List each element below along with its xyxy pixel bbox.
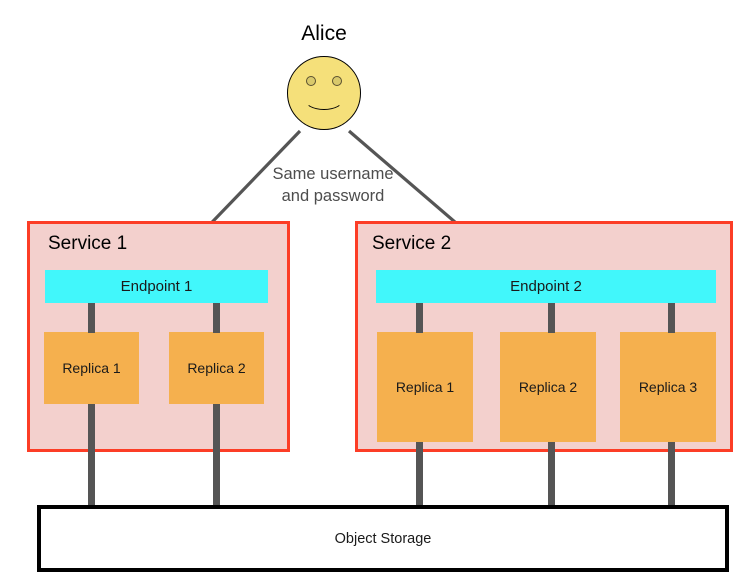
smiley-eye-left-icon: [306, 76, 316, 86]
endpoint-bar-1[interactable]: Endpoint 1: [45, 270, 268, 303]
connector-s2-replica-1-down: [416, 442, 423, 506]
connector-endpoint2-replica-3: [668, 303, 675, 333]
connector-s1-replica-2-down: [213, 404, 220, 506]
replica-box-s2-1[interactable]: Replica 1: [377, 332, 473, 442]
connector-endpoint1-replica-2: [213, 303, 220, 333]
service-title-2: Service 2: [372, 233, 452, 254]
replica-box-s1-1[interactable]: Replica 1: [44, 332, 139, 404]
endpoint-bar-2[interactable]: Endpoint 2: [376, 270, 716, 303]
object-storage-box[interactable]: Object Storage: [37, 505, 729, 572]
connector-endpoint1-replica-1: [88, 303, 95, 333]
replica-box-s2-3[interactable]: Replica 3: [620, 332, 716, 442]
smiley-face-icon: [287, 56, 361, 130]
service-title-1: Service 1: [48, 233, 128, 254]
replica-box-s1-2[interactable]: Replica 2: [169, 332, 264, 404]
arrow-label-credentials: Same username and password: [243, 163, 423, 207]
arrow-label-line-1: Same username: [272, 165, 394, 183]
connector-endpoint2-replica-2: [548, 303, 555, 333]
connector-s2-replica-2-down: [548, 442, 555, 506]
smiley-mouth-icon: [304, 88, 344, 110]
smiley-eye-right-icon: [332, 76, 342, 86]
connector-endpoint2-replica-1: [416, 303, 423, 333]
actor-label-alice: Alice: [301, 22, 347, 45]
connector-s1-replica-1-down: [88, 404, 95, 506]
replica-box-s2-2[interactable]: Replica 2: [500, 332, 596, 442]
connector-s2-replica-3-down: [668, 442, 675, 506]
arrow-label-line-2: and password: [281, 187, 385, 205]
